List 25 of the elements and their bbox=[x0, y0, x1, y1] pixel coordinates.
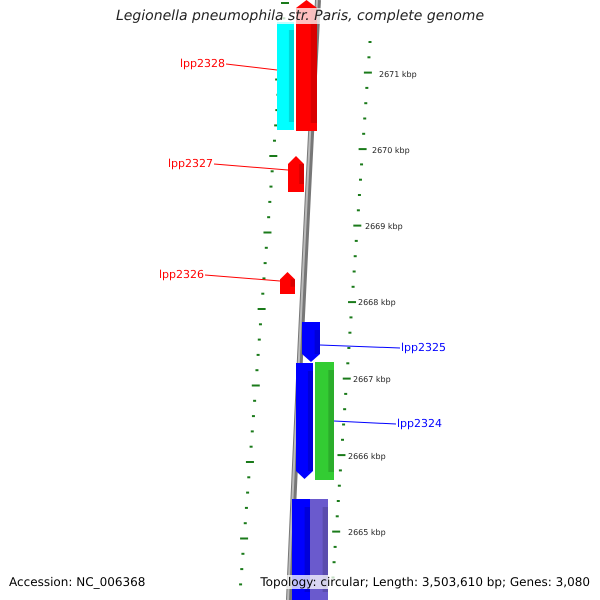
gene-label: lpp2327 bbox=[168, 158, 214, 170]
leader-line bbox=[226, 64, 278, 70]
scale-label: 2668 kbp bbox=[358, 298, 396, 308]
scale-label: 2669 kbp bbox=[365, 222, 403, 232]
topology-text: Topology: circular; Length: 3,503,610 bp; Genes: 3,080 bbox=[260, 575, 590, 589]
accession-text: Accession: NC_006368 bbox=[9, 575, 146, 589]
gene-label: lpp2328 bbox=[180, 58, 226, 70]
gene-block bbox=[288, 156, 304, 192]
gene-label: lpp2325 bbox=[401, 342, 446, 354]
leader-line bbox=[204, 274, 280, 282]
leader-line bbox=[214, 164, 288, 170]
scale-label: 2671 kbp bbox=[379, 70, 417, 80]
scale-label: 2666 kbp bbox=[348, 452, 386, 462]
gene-block bbox=[302, 322, 320, 362]
gene-label: lpp2326 bbox=[159, 269, 204, 281]
gene-block bbox=[280, 272, 295, 294]
scale-label: 2665 kbp bbox=[348, 528, 386, 538]
scale-label: 2667 kbp bbox=[353, 375, 391, 385]
leader-line bbox=[334, 420, 396, 424]
map-title: Legionella pneumophila str. Paris, complete genome bbox=[114, 8, 486, 24]
gene-label: lpp2324 bbox=[397, 418, 442, 430]
leader-line bbox=[320, 344, 400, 348]
gene-bar bbox=[277, 22, 294, 130]
gene-bar bbox=[315, 362, 334, 480]
scale-label: 2670 kbp bbox=[372, 146, 410, 156]
